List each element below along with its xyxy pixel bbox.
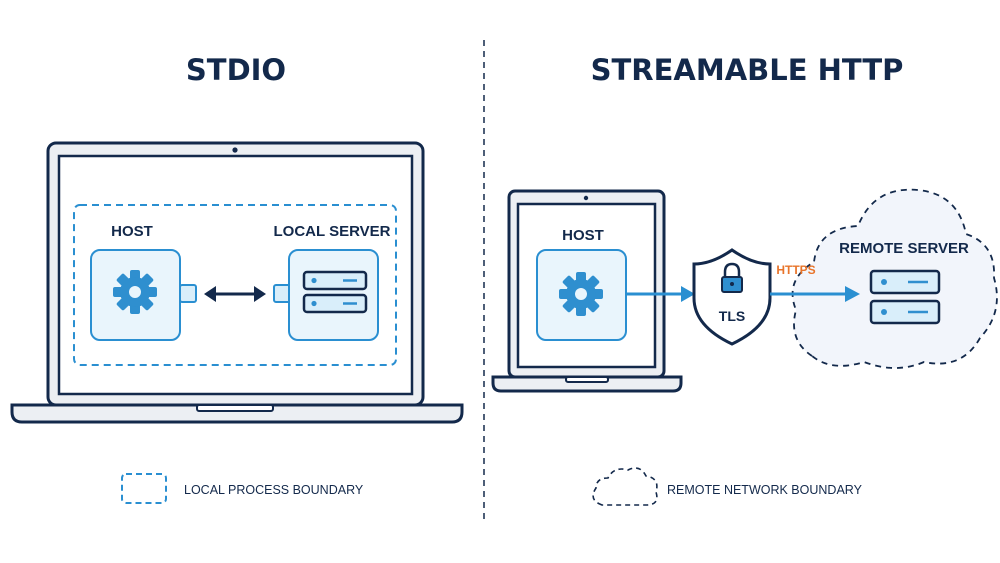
host-port	[179, 284, 197, 303]
tls-label: TLS	[719, 308, 745, 324]
gear-icon	[559, 272, 603, 316]
remote-boundary-legend-label: REMOTE NETWORK BOUNDARY	[667, 483, 863, 497]
streamable-http-panel: STREAMABLE HTTP HOST TLS	[491, 53, 998, 506]
stdio-server-label: LOCAL SERVER	[274, 223, 391, 240]
host-to-tls-arrow	[626, 286, 695, 302]
server-icon	[869, 269, 941, 325]
lock-icon	[721, 262, 743, 293]
shield-icon	[692, 248, 772, 346]
http-host-label: HOST	[562, 227, 604, 244]
https-arrow	[770, 286, 860, 302]
laptop-icon	[10, 141, 464, 424]
server-port	[273, 284, 291, 303]
https-label: HTTPS	[776, 263, 815, 277]
local-boundary-legend-label: LOCAL PROCESS BOUNDARY	[184, 483, 364, 497]
bidirectional-arrow	[204, 286, 266, 302]
server-icon	[302, 270, 368, 314]
http-title: STREAMABLE HTTP	[591, 53, 904, 87]
local-boundary-legend-swatch	[121, 473, 167, 504]
remote-boundary-legend-swatch	[592, 467, 658, 506]
stdio-title: STDIO	[186, 53, 286, 87]
stdio-panel: STDIO HOST LOCAL SERVER	[10, 53, 464, 504]
stdio-host-label: HOST	[111, 223, 153, 240]
gear-icon	[113, 270, 157, 314]
local-process-boundary	[73, 204, 397, 366]
remote-server-label: REMOTE SERVER	[839, 240, 969, 257]
